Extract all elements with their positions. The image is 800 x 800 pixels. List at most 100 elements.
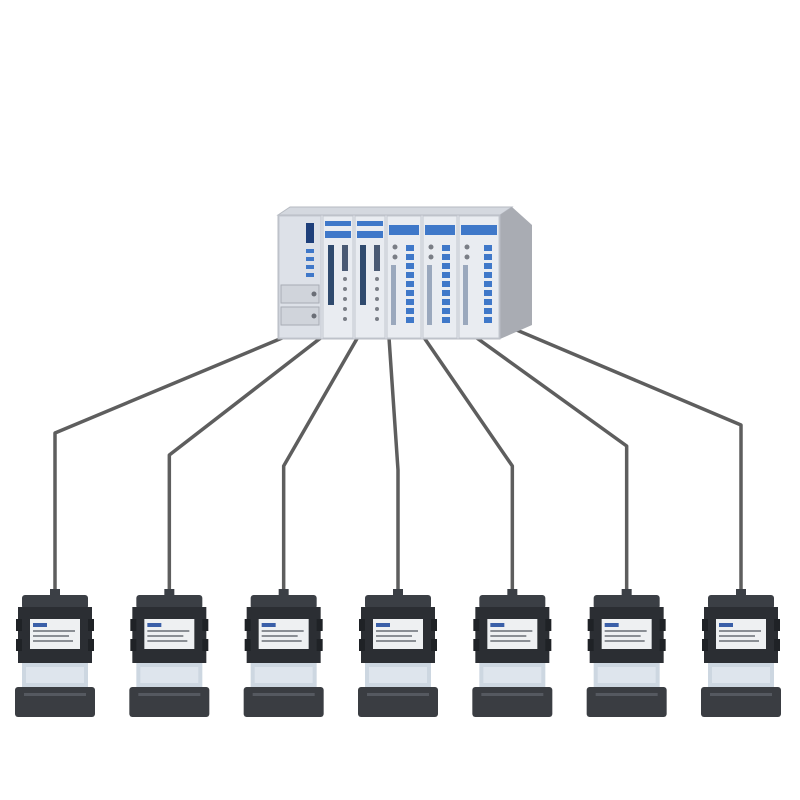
device-label-line: [719, 630, 761, 632]
device-label-line: [147, 630, 190, 632]
device-side-port: [202, 639, 209, 651]
screw-icon: [343, 287, 347, 291]
device-logo-icon: [376, 623, 390, 627]
device-base-edge: [481, 693, 544, 696]
terminal-led: [406, 299, 414, 305]
device-label-line: [604, 640, 645, 642]
device-label-line: [261, 640, 302, 642]
cable-line: [281, 322, 368, 591]
device-side-port: [202, 619, 209, 631]
device-unit: [15, 589, 95, 717]
power-led: [306, 265, 314, 269]
device-side-port: [702, 619, 708, 631]
module-header-bar: [389, 225, 419, 235]
device-label-line: [376, 630, 418, 632]
device-label-line: [33, 635, 69, 637]
terminal-led: [442, 290, 450, 296]
device-base: [129, 687, 210, 717]
device-side-port: [431, 639, 437, 651]
screw-icon: [375, 287, 379, 291]
screw-icon: [392, 254, 398, 260]
device-side-port: [587, 619, 594, 631]
controller-rack: [276, 206, 532, 340]
device-side-port: [659, 639, 666, 651]
device-label-line: [604, 635, 641, 637]
device-side-port: [774, 639, 780, 651]
device-base-edge: [367, 693, 429, 696]
screw-icon: [311, 291, 317, 297]
device-label-line: [261, 635, 298, 637]
terminal-led: [406, 308, 414, 314]
device-cap: [136, 595, 203, 609]
terminal-led: [442, 317, 450, 323]
device-label-line: [376, 635, 412, 637]
device-base-edge: [710, 693, 772, 696]
cable-line: [53, 321, 319, 591]
screw-icon: [428, 254, 434, 260]
device-label-line: [490, 630, 533, 632]
screw-icon: [343, 317, 347, 321]
power-led: [306, 257, 314, 261]
device-side-port: [659, 619, 666, 631]
device-clear-inner: [369, 667, 427, 683]
device-side-port: [244, 639, 251, 651]
power-led: [306, 273, 314, 277]
device-label-line: [490, 635, 527, 637]
module-slot: [463, 265, 468, 325]
device-cap: [365, 595, 431, 609]
device-logo-icon: [147, 623, 162, 627]
terminal-led: [484, 290, 492, 296]
screw-icon: [343, 297, 347, 301]
terminal-led: [406, 317, 414, 323]
device-side-port: [130, 639, 137, 651]
device-logo-icon: [490, 623, 505, 627]
cable-layer: [53, 321, 743, 591]
module-header-bar: [425, 225, 455, 235]
terminal-led: [406, 272, 414, 278]
module-slot: [427, 265, 432, 325]
screw-icon: [428, 244, 434, 250]
power-led: [306, 249, 314, 253]
device-logo-icon: [604, 623, 619, 627]
device-clear-inner: [712, 667, 770, 683]
device-side-port: [774, 619, 780, 631]
device-base-edge: [138, 693, 201, 696]
screw-icon: [343, 307, 347, 311]
module-header-bar: [357, 231, 383, 238]
device-unit: [129, 589, 210, 717]
device-clear-inner: [140, 667, 199, 683]
device-side-port: [16, 639, 22, 651]
device-side-port: [316, 639, 323, 651]
module-slot: [391, 265, 396, 325]
device-base-edge: [595, 693, 658, 696]
device-unit: [586, 589, 667, 717]
controller-module-cpu: [354, 215, 386, 339]
cable-line: [499, 321, 743, 591]
controller-module-io: [386, 215, 422, 339]
cable-line: [386, 322, 400, 591]
device-label-line: [147, 635, 184, 637]
controller-module-io: [422, 215, 458, 339]
device-side-port: [473, 639, 480, 651]
device-side-port: [587, 639, 594, 651]
device-base: [243, 687, 324, 717]
screw-icon: [464, 244, 470, 250]
device-base: [701, 687, 781, 717]
terminal-led: [442, 272, 450, 278]
device-clear-inner: [483, 667, 542, 683]
screw-icon: [464, 254, 470, 260]
device-logo-icon: [719, 623, 733, 627]
device-cap: [593, 595, 660, 609]
cable-line: [454, 321, 629, 591]
device-cap: [708, 595, 774, 609]
device-side-port: [702, 639, 708, 651]
module-header-bar: [461, 225, 497, 235]
device-base-edge: [252, 693, 315, 696]
device-side-port: [431, 619, 437, 631]
screw-icon: [375, 277, 379, 281]
device-label-line: [261, 630, 304, 632]
terminal-led: [484, 263, 492, 269]
module-port: [374, 245, 380, 271]
terminal-led: [484, 272, 492, 278]
